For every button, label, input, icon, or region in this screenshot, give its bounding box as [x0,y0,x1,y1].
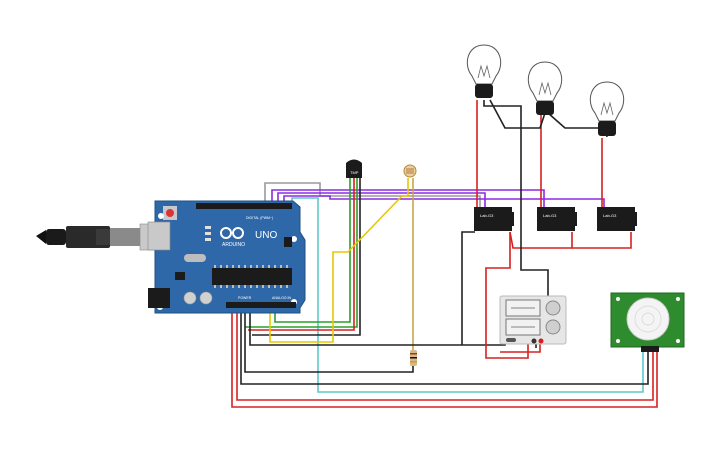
wire-black-resistor [244,307,414,373]
arduino-logo-icon [220,227,244,239]
relay-2-label: Lab-G3 [543,213,557,218]
wire-red-rail-2 [231,307,658,408]
arduino-uno-board[interactable]: ARDUINO UNO DIGITAL (PWM~) POWER ANALOG … [147,200,306,314]
light-bulb-1[interactable] [466,44,502,98]
wire-red-rail [236,307,654,401]
analog-label: ANALOG IN [272,296,292,300]
photoresistor[interactable] [403,164,417,178]
wire-red-tmp [248,178,355,331]
wire-yellow [269,178,409,343]
wire-black-bulb-return [483,100,549,300]
supply-knob-1[interactable] [545,300,561,316]
light-bulb-3[interactable] [589,81,625,136]
relay-1-label: Lab-G3 [480,213,494,218]
wire-green-2 [245,178,358,328]
relay-2[interactable]: Lab-G3 [537,207,577,231]
light-bulb-2[interactable] [527,61,563,115]
relay-3[interactable]: Lab-G3 [597,207,637,231]
relay-1[interactable]: Lab-G3 [474,207,514,231]
usb-cable [36,223,165,251]
power-header[interactable] [226,302,266,308]
usb-port[interactable] [147,221,171,251]
microcontroller-chip [212,268,292,285]
wire-red-relay-chain [509,231,573,249]
board-name: UNO [255,230,277,241]
wire-black-tmp [252,178,361,336]
wire-black-pir [240,307,649,385]
relay-3-label: Lab-G3 [603,213,617,218]
supply-knob-2[interactable] [545,319,561,335]
pir-motion-sensor[interactable] [610,292,685,352]
wire-red-supply [485,232,529,359]
wire-purple-3 [283,195,605,210]
brand-label: ARDUINO [222,242,245,248]
wire-black-bulb-link-1 [489,99,546,129]
wire-purple-2 [277,192,486,210]
temperature-sensor[interactable]: TMP [346,159,362,179]
temp-sensor-label: TMP [350,170,359,175]
wire-red-relay-chain-2 [572,232,632,249]
wire-red-supply-out [500,341,541,353]
digital-header[interactable] [196,203,292,209]
digital-label: DIGITAL (PWM~) [246,216,273,220]
wire-cyan [291,197,644,393]
power-label: POWER [238,296,252,300]
analog-header[interactable] [266,302,296,308]
power-jack[interactable] [148,288,170,308]
power-supply[interactable] [499,295,567,345]
resistor[interactable] [410,350,417,366]
wire-black-relay-gnd [461,231,475,345]
wires [231,99,658,408]
